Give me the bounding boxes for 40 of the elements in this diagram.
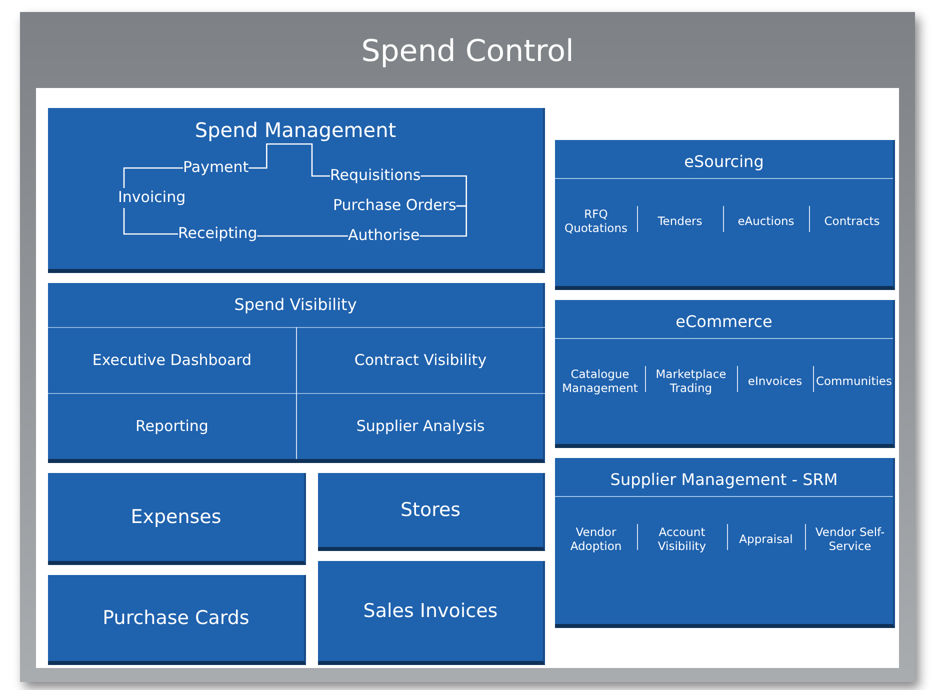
process-label: Authorise bbox=[348, 226, 420, 246]
section-panel bbox=[48, 283, 545, 463]
item-label: eInvoices bbox=[737, 356, 813, 406]
section-panel: Expenses bbox=[48, 473, 306, 565]
process-label: Invoicing bbox=[118, 188, 186, 208]
connector-line bbox=[123, 208, 178, 235]
section-panel bbox=[555, 458, 895, 628]
connector-line bbox=[248, 143, 330, 177]
panel-heading: Spend Control bbox=[361, 34, 574, 69]
connector-line bbox=[420, 205, 467, 237]
item-label: Appraisal bbox=[727, 514, 805, 564]
process-label: Receipting bbox=[178, 224, 258, 244]
panel-heading: Supplier Management - SRM bbox=[610, 470, 838, 489]
section-panel bbox=[555, 300, 895, 448]
process-label: Requisitions bbox=[330, 166, 421, 186]
connector-line bbox=[257, 235, 348, 237]
panel-heading: Spend Visibility bbox=[234, 295, 357, 314]
section-panel bbox=[48, 108, 545, 273]
process-label: Purchase Orders bbox=[333, 196, 456, 216]
item-label: Catalogue Management bbox=[555, 356, 645, 406]
connector-line bbox=[123, 167, 183, 188]
item-label: RFQ Quotations bbox=[555, 196, 637, 246]
section-panel: Sales Invoices bbox=[318, 561, 545, 665]
item-label: Vendor Self-Service bbox=[805, 514, 895, 564]
panel-heading: Spend Management bbox=[194, 118, 396, 142]
section-panel bbox=[555, 140, 895, 290]
section-panel: Purchase Cards bbox=[48, 575, 306, 665]
item-label: Account Visibility bbox=[637, 514, 727, 564]
item-label: Marketplace Trading bbox=[645, 356, 737, 406]
connector-line bbox=[420, 175, 467, 207]
panel-heading: eSourcing bbox=[684, 152, 764, 171]
board-panel bbox=[20, 12, 915, 682]
item-label: Communities bbox=[813, 356, 895, 406]
process-label: Payment bbox=[183, 158, 249, 178]
panel-heading: eCommerce bbox=[676, 312, 772, 331]
item-label: Contracts bbox=[809, 196, 895, 246]
item-label: eAuctions bbox=[723, 196, 809, 246]
section-panel: Stores bbox=[318, 473, 545, 551]
item-label: Vendor Adoption bbox=[555, 514, 637, 564]
item-label: Tenders bbox=[637, 196, 723, 246]
